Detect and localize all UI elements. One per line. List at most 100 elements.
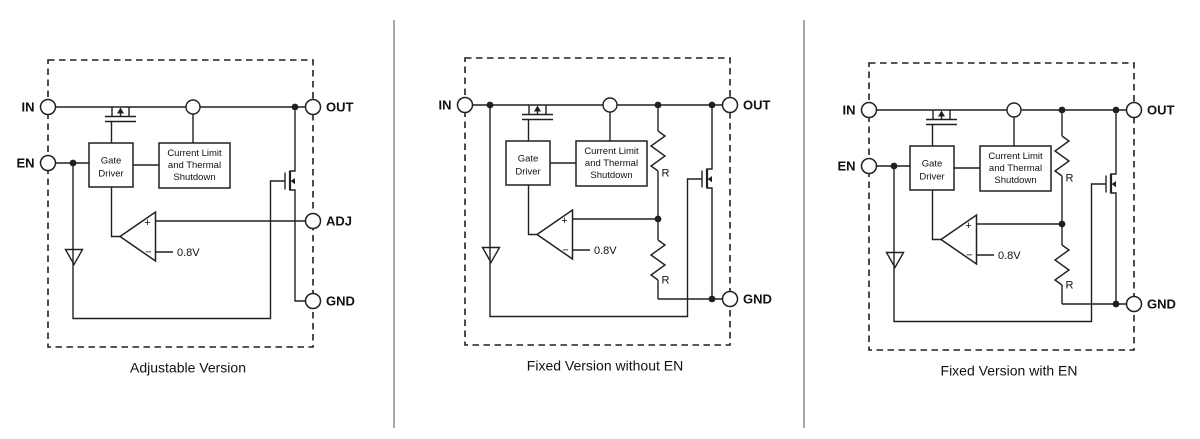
diagram-caption: Fixed Version with EN xyxy=(941,363,1078,379)
current-limit-block xyxy=(979,145,1052,192)
error-amplifier: + − 0.8V xyxy=(535,208,617,261)
pass-pmos-transistor xyxy=(522,105,553,121)
opamp-plus-input: + xyxy=(144,217,150,229)
diagram-caption: Fixed Version without EN xyxy=(527,358,683,374)
gate-driver-block xyxy=(505,140,551,186)
junction-dot xyxy=(486,101,494,109)
opamp-plus-input: + xyxy=(965,220,971,232)
junction-dot xyxy=(291,103,299,111)
pmos-arrow-head xyxy=(117,107,124,114)
nmos-arrow-head xyxy=(290,178,295,185)
pass-pmos-transistor xyxy=(105,107,136,123)
pin-en xyxy=(39,154,57,172)
resistor-bottom xyxy=(1053,244,1071,286)
junction-dot xyxy=(654,101,662,109)
pin-in xyxy=(860,101,878,119)
gate-driver-label-line1: Gate xyxy=(101,156,122,167)
discharge-nmos-transistor xyxy=(284,170,295,191)
pin-label-gnd: GND xyxy=(326,294,355,309)
current-limit-block xyxy=(158,142,231,189)
pin-out xyxy=(304,98,322,116)
opamp-triangle xyxy=(118,210,157,263)
pin-label-en: EN xyxy=(16,156,34,171)
junction-dot xyxy=(1112,106,1120,114)
pin-label-en: EN xyxy=(837,159,855,174)
feedback-resistor-divider: R R xyxy=(649,130,670,287)
pulldown-triangle-icon xyxy=(481,246,501,264)
rail-sense-node xyxy=(185,99,201,115)
opamp-triangle xyxy=(535,208,574,261)
gate-driver-block xyxy=(88,142,134,188)
pin-label-in: IN xyxy=(439,98,452,113)
rail-sense-node xyxy=(1006,102,1022,118)
pass-pmos-transistor xyxy=(926,110,957,126)
pin-label-out: OUT xyxy=(743,98,771,113)
junction-dot xyxy=(654,215,662,223)
opamp-triangle xyxy=(939,213,978,266)
ic-dashed-outline xyxy=(868,62,1135,351)
wires xyxy=(876,109,1127,323)
pin-out xyxy=(1125,101,1143,119)
pmos-arrow-head xyxy=(938,110,945,117)
junction-dot xyxy=(890,162,898,170)
opamp-minus-input: − xyxy=(966,250,972,262)
error-amplifier: + − 0.8V xyxy=(118,210,200,263)
current-limit-label-line2: and Thermal xyxy=(585,158,638,169)
gate-driver-label-line2: Driver xyxy=(98,169,123,180)
pin-label-out: OUT xyxy=(1147,103,1175,118)
feedback-resistor-divider: R R xyxy=(1053,135,1074,292)
opamp-minus-input: − xyxy=(562,245,568,257)
discharge-nmos-transistor xyxy=(1105,173,1116,194)
diagram-fixed-with-en: R R Gate Driver Current Limit and Therma… xyxy=(837,62,1176,379)
current-limit-label-line3: Shutdown xyxy=(590,170,632,181)
pin-adj xyxy=(304,212,322,230)
pin-gnd xyxy=(304,292,322,310)
resistor-top-label: R xyxy=(1066,173,1074,185)
pmos-arrow-head xyxy=(534,105,541,112)
wires xyxy=(472,104,723,318)
junction-dot xyxy=(708,101,716,109)
gate-driver-label-line1: Gate xyxy=(518,154,539,165)
gate-driver-label-line1: Gate xyxy=(922,159,943,170)
opamp-plus-input: + xyxy=(561,215,567,227)
gate-driver-block xyxy=(909,145,955,191)
pmos-body xyxy=(926,110,957,126)
reference-voltage-label: 0.8V xyxy=(998,250,1021,262)
diagram-adjustable: Gate Driver Current Limit and Thermal Sh… xyxy=(16,59,355,376)
resistor-top xyxy=(649,130,667,172)
junction-dot xyxy=(1058,106,1066,114)
pin-label-gnd: GND xyxy=(1147,297,1176,312)
junction-dot xyxy=(1112,300,1120,308)
error-amplifier: + − 0.8V xyxy=(939,213,1021,266)
pin-en xyxy=(860,157,878,175)
pin-gnd xyxy=(1125,295,1143,313)
pulldown-triangle-icon xyxy=(64,248,84,266)
current-limit-label-line2: and Thermal xyxy=(168,160,221,171)
gate-driver-label-line2: Driver xyxy=(515,167,540,178)
diagram-fixed-without-en: R R Gate Driver Current Limit and Therma… xyxy=(439,57,772,374)
resistor-bottom-label: R xyxy=(1066,280,1074,292)
current-limit-label-line3: Shutdown xyxy=(173,172,215,183)
resistor-top-label: R xyxy=(662,168,670,180)
pin-label-in: IN xyxy=(22,100,35,115)
reference-voltage-label: 0.8V xyxy=(594,245,617,257)
pin-label-gnd: GND xyxy=(743,292,772,307)
junction-dot xyxy=(1058,220,1066,228)
current-limit-label-line1: Current Limit xyxy=(167,148,222,159)
discharge-nmos-transistor xyxy=(701,168,712,189)
pin-out xyxy=(721,96,739,114)
gate-driver-label-line2: Driver xyxy=(919,172,944,183)
ic-dashed-outline xyxy=(47,59,314,348)
pin-in xyxy=(456,96,474,114)
current-limit-block xyxy=(575,140,648,187)
current-limit-label-line1: Current Limit xyxy=(988,151,1043,162)
opamp-minus-input: − xyxy=(145,247,151,259)
resistor-bottom-label: R xyxy=(662,275,670,287)
reference-voltage-label: 0.8V xyxy=(177,247,200,259)
current-limit-label-line1: Current Limit xyxy=(584,146,639,157)
nmos-arrow-head xyxy=(1111,181,1116,188)
current-limit-label-line3: Shutdown xyxy=(994,175,1036,186)
nmos-arrow-head xyxy=(707,176,712,183)
ic-dashed-outline xyxy=(464,57,731,346)
